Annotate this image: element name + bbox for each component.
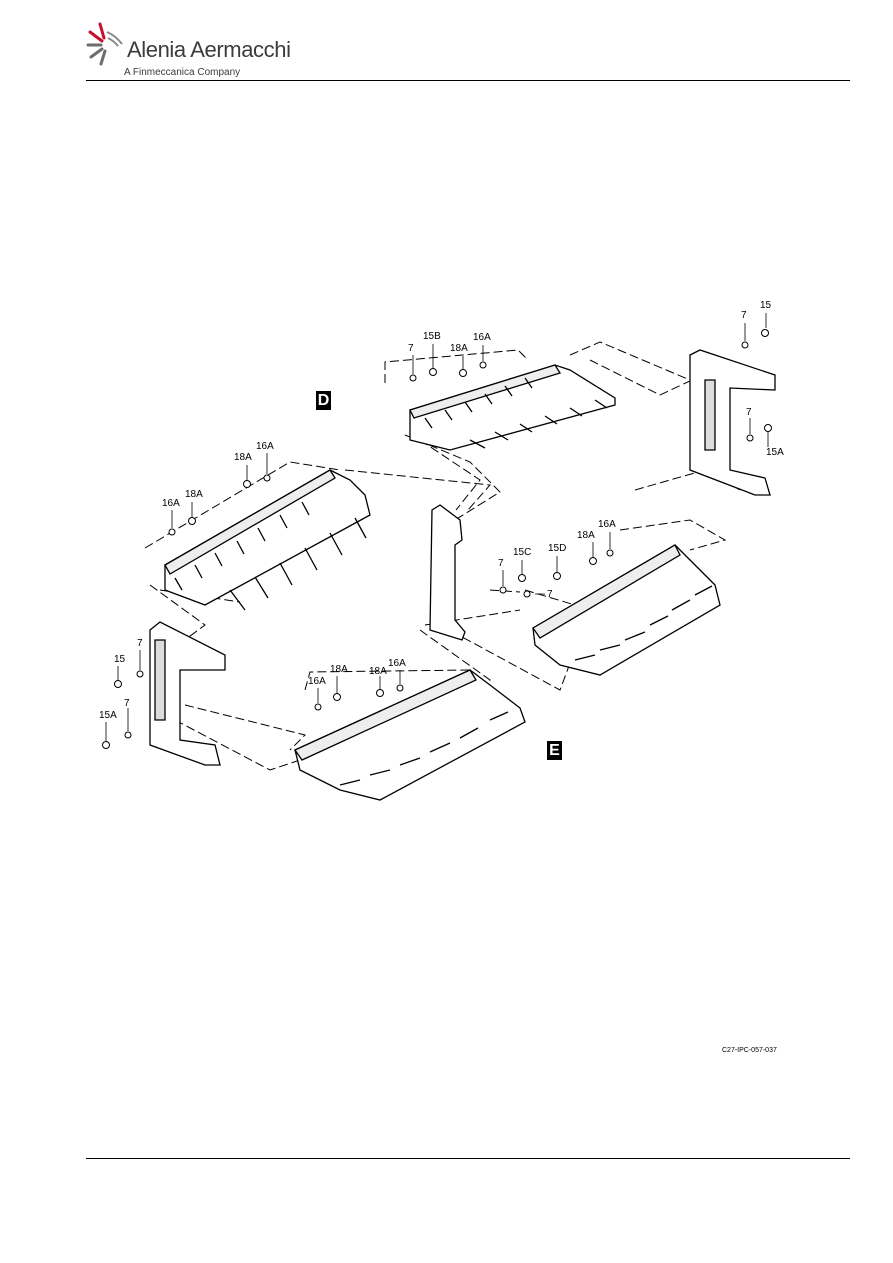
callout-label: 16A [162, 498, 180, 509]
callout-label: 7 [124, 698, 130, 709]
callout-label: 7 [547, 589, 553, 600]
left-frame-bracket [149, 621, 226, 766]
view-label-e: E [547, 741, 562, 760]
page-header: Alenia Aermacchi A Finmeccanica Company [0, 0, 893, 82]
callout-label: 15B [423, 331, 441, 342]
callout-label: 16A [598, 519, 616, 530]
lower-center-panel [294, 669, 526, 801]
center-post [429, 504, 466, 641]
callout-label: 16A [256, 441, 274, 452]
upper-right-panel [409, 364, 616, 451]
footer-rule [86, 1158, 850, 1159]
callout-label: 18A [369, 666, 387, 677]
upper-right-fingers [424, 377, 608, 449]
lower-right-panel [532, 544, 721, 676]
callout-label: 18A [185, 489, 203, 500]
upper-left-panel [164, 469, 371, 606]
brand-name: Alenia Aermacchi [127, 37, 291, 62]
callout-label: 15A [99, 710, 117, 721]
logo-icon [86, 22, 123, 66]
callout-label: 7 [746, 407, 752, 418]
callout-label: 16A [308, 676, 326, 687]
callout-label: 18A [234, 452, 252, 463]
figure-code: C27-IPC-057-037 [722, 1047, 777, 1054]
callout-label: 18A [330, 664, 348, 675]
callout-label: 16A [388, 658, 406, 669]
callout-label: 7 [498, 558, 504, 569]
callout-label: 7 [137, 638, 143, 649]
fasteners [102, 329, 772, 749]
brand-subtitle: A Finmeccanica Company [124, 67, 241, 78]
callout-label: 18A [450, 343, 468, 354]
callout-label: 15A [766, 447, 784, 458]
header-rule [86, 80, 850, 81]
callout-label: 15C [513, 547, 532, 558]
callout-label: 15 [760, 300, 772, 311]
upper-left-fingers [174, 501, 367, 611]
callout-label: 15D [548, 543, 567, 554]
right-frame-bracket [689, 349, 776, 496]
view-label-d: D [316, 391, 331, 410]
callout-label: 16A [473, 332, 491, 343]
callout-label: 15 [114, 654, 126, 665]
callout-label: 18A [577, 530, 595, 541]
callout-label: 7 [741, 310, 747, 321]
callout-label: 7 [408, 343, 414, 354]
callout-leaders [105, 313, 769, 741]
